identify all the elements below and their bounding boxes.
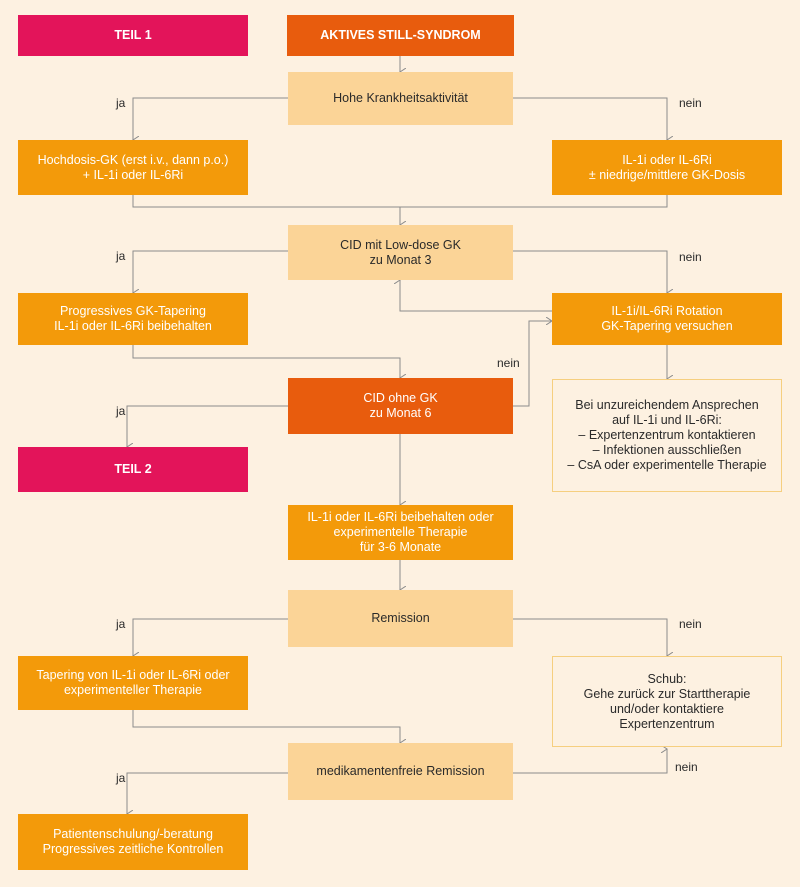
label-nein-4: nein	[679, 617, 702, 631]
node-tapering: Tapering von IL-1i oder IL-6Ri oder expe…	[18, 656, 248, 710]
label-nein-3: nein	[497, 356, 520, 370]
node-remission: Remission	[288, 590, 513, 647]
node-unzureichendes-ansprechen: Bei unzureichendem Ansprechen auf IL-1i …	[552, 379, 782, 492]
label-nein-1: nein	[679, 96, 702, 110]
node-progressives-gk-tapering: Progressives GK-Tapering IL-1i oder IL-6…	[18, 293, 248, 345]
node-cid-ohne-gk: CID ohne GK zu Monat 6	[288, 378, 513, 434]
node-schub: Schub: Gehe zurück zur Starttherapie und…	[552, 656, 782, 747]
node-rotation: IL-1i/IL-6Ri Rotation GK-Tapering versuc…	[552, 293, 782, 345]
label-ja-2: ja	[116, 249, 126, 263]
node-il1-niedrige-gk-dosis: IL-1i oder IL-6Ri ± niedrige/mittlere GK…	[552, 140, 782, 195]
node-hohe-krankheitsaktivitaet: Hohe Krankheitsaktivität	[288, 72, 513, 125]
node-patientenschulung: Patientenschulung/-beratung Progressives…	[18, 814, 248, 870]
label-nein-5: nein	[675, 760, 698, 774]
label-ja-5: ja	[116, 771, 126, 785]
node-cid-low-dose: CID mit Low-dose GK zu Monat 3	[288, 225, 513, 280]
label-ja-1: ja	[116, 96, 126, 110]
node-beibehalten-oder-experimentell: IL-1i oder IL-6Ri beibehalten oder exper…	[288, 505, 513, 560]
label-ja-4: ja	[116, 617, 126, 631]
label-nein-2: nein	[679, 250, 702, 264]
teil-2-label: TEIL 2	[18, 447, 248, 492]
label-ja-3: ja	[116, 404, 126, 418]
node-hochdosis-gk: Hochdosis-GK (erst i.v., dann p.o.) + IL…	[18, 140, 248, 195]
teil-1-label: TEIL 1	[18, 15, 248, 56]
node-medikamentenfreie-remission: medikamentenfreie Remission	[288, 743, 513, 800]
title-aktives-still-syndrom: AKTIVES STILL-SYNDROM	[287, 15, 514, 56]
